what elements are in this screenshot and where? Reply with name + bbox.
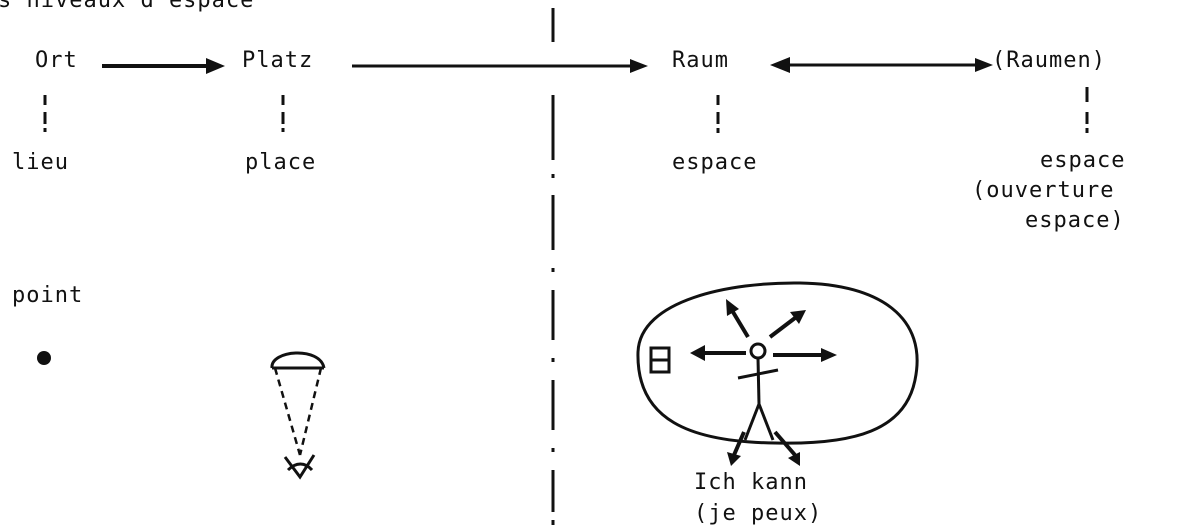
translation-ouverture: (ouverture <box>972 178 1115 203</box>
place-cone-symbol <box>270 351 326 480</box>
translation-espace-close: espace) <box>1025 208 1125 233</box>
diagram-title-fragment: s niveaux d'espace <box>0 0 255 13</box>
caption-ich-kann: Ich kann <box>694 470 808 495</box>
translation-place: place <box>245 150 317 175</box>
term-ort: Ort <box>35 48 78 73</box>
term-raum: Raum <box>672 48 729 73</box>
translation-espace-2: espace <box>1040 148 1126 173</box>
term-raumen: (Raumen) <box>992 48 1106 73</box>
raum-space-symbol <box>636 281 919 466</box>
label-point: point <box>12 283 84 308</box>
dashed-connectors <box>43 87 1089 133</box>
point-dot <box>37 351 51 365</box>
arrow-ort-to-platz <box>102 58 225 74</box>
caption-je-peux: (je peux) <box>694 501 823 526</box>
translation-espace: espace <box>672 150 758 175</box>
arrow-platz-to-raum <box>352 59 648 73</box>
translation-lieu: lieu <box>12 150 69 175</box>
term-platz: Platz <box>242 48 314 73</box>
arrow-raum-raumen-bidirectional <box>770 57 993 73</box>
